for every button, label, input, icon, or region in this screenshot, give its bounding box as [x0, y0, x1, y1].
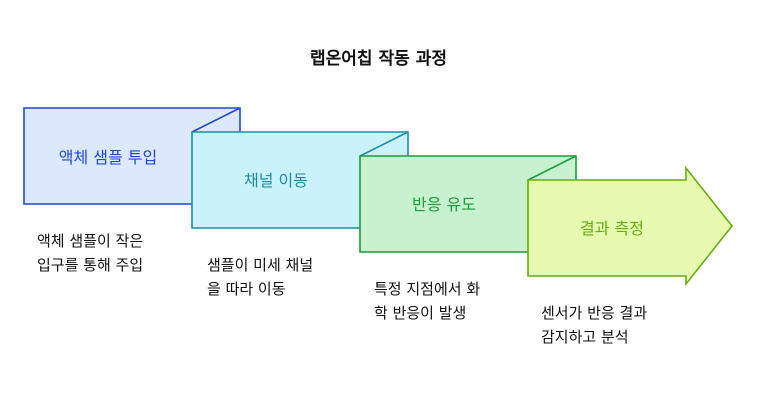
step-2-label: 채널 이동 — [244, 171, 308, 190]
step-3-fold — [527, 155, 577, 181]
step-3-description-line: 학 반응이 발생 — [374, 304, 467, 322]
step-2-description-line: 샘플이 미세 채널 — [207, 256, 314, 274]
step-4-description-line: 감지하고 분석 — [541, 328, 629, 346]
diagram-title: 랩온어칩 작동 과정 — [310, 49, 447, 69]
step-1-description-line: 입구를 통해 주입 — [37, 256, 144, 274]
step-4-arrow — [527, 165, 734, 287]
step-3-description: 특정 지점에서 화 학 반응이 발생 — [374, 277, 480, 325]
step-2-fold — [359, 131, 409, 157]
step-4-label: 결과 측정 — [580, 219, 644, 238]
step-4-description-line: 센서가 반응 결과 — [541, 304, 648, 322]
step-1-fold — [191, 107, 241, 133]
step-3-label: 반응 유도 — [412, 195, 476, 214]
step-2-description-line: 을 따라 이동 — [207, 280, 286, 298]
step-2-description: 샘플이 미세 채널 을 따라 이동 — [207, 253, 313, 301]
step-1-label: 액체 샘플 투입 — [59, 148, 158, 167]
step-1-description-line: 액체 샘플이 작은 — [37, 232, 144, 250]
step-1-description: 액체 샘플이 작은 입구를 통해 주입 — [37, 229, 143, 277]
step-3-description-line: 특정 지점에서 화 — [374, 280, 481, 298]
step-4-description: 센서가 반응 결과 감지하고 분석 — [541, 301, 647, 349]
